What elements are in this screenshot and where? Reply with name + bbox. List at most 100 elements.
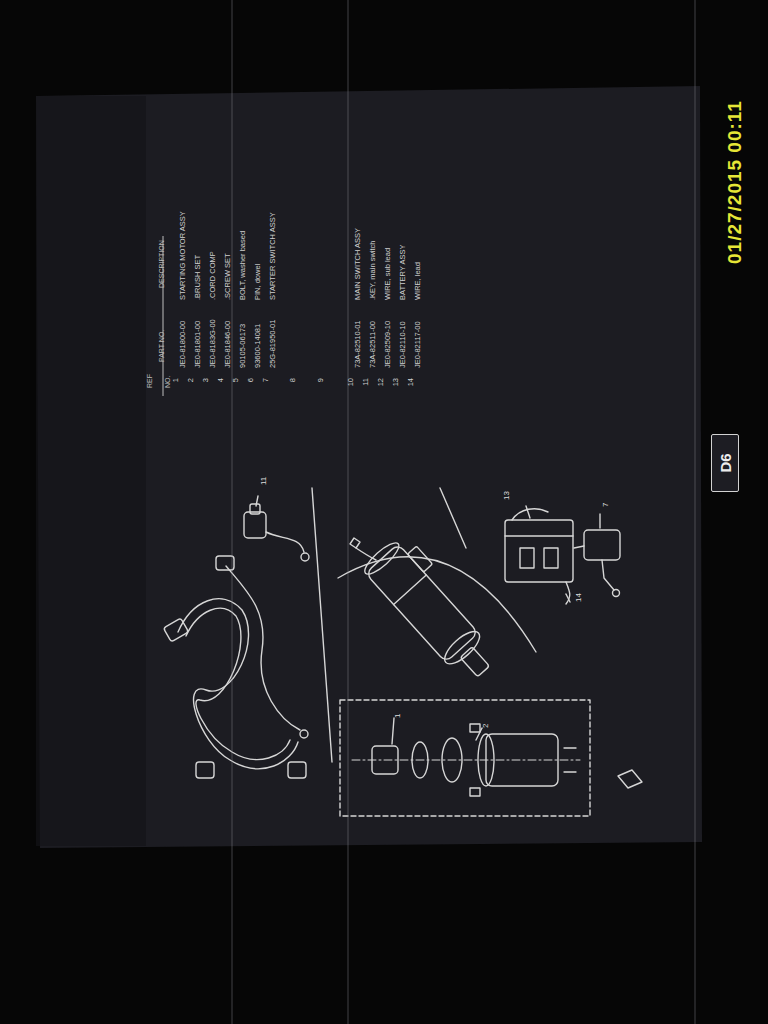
ref-number: 5 [231, 378, 240, 394]
part-description: .KEY, main switch [368, 241, 377, 300]
brush-plate [442, 738, 462, 782]
motor-lead [356, 548, 376, 560]
label-anchor: WIRE, sub lead [376, 248, 394, 300]
label-anchor: 12 [376, 378, 385, 394]
label-anchor: 01/27/2015 00:11 [724, 100, 746, 264]
divider-arc [338, 557, 536, 652]
label-anchor: 25G-81950-01 [261, 320, 279, 368]
label-anchor: 73A-82511-00 [361, 321, 379, 368]
part-description: WIRE, lead [413, 262, 422, 300]
terminal [350, 538, 360, 548]
brush [470, 788, 480, 796]
divider-line [440, 488, 466, 548]
connector [196, 762, 214, 778]
label-anchor: 8 [288, 378, 297, 394]
leader-line [392, 718, 394, 744]
label-anchor: 3 [201, 378, 210, 394]
ref-number: 9 [316, 378, 325, 394]
label-anchor: 1 [386, 714, 404, 718]
ref-number: 1 [171, 378, 180, 394]
part-number: 73A-82511-00 [368, 321, 377, 368]
label-anchor: 9 [316, 378, 325, 394]
brush [470, 724, 480, 732]
armature [486, 734, 558, 786]
label-anchor: JE0-8183G-00 [201, 319, 219, 368]
column-header: PART NO. [158, 330, 165, 362]
label-anchor: .CORD COMP [201, 251, 219, 300]
label-anchor: 14 [567, 593, 585, 602]
starting-motor [361, 531, 509, 687]
label-anchor: BOLT, washer based [231, 231, 249, 300]
ref-number: 13 [391, 378, 400, 394]
label-anchor: JE0-82117-00 [406, 321, 424, 368]
label-anchor: .BRUSH SET [186, 255, 204, 300]
leader-line [476, 728, 482, 740]
scan-line [232, 0, 233, 1024]
ref-number: 3 [201, 378, 210, 394]
leader-line [566, 594, 570, 602]
part-number: JE0-8183G-00 [208, 319, 217, 368]
bolt [564, 771, 576, 772]
label-anchor: STARTER SWITCH ASSY [261, 212, 279, 300]
ref-number: 4 [216, 378, 225, 394]
wire-harness [186, 608, 290, 759]
box-text: D6 [717, 453, 734, 472]
label-anchor: PIN, dowel [246, 264, 264, 300]
part-number: JE0-81801-00 [193, 321, 202, 368]
label-anchor: 11 [361, 378, 370, 394]
label-anchor: REF NO. [138, 370, 174, 388]
center-line [352, 760, 580, 761]
switch-wire [266, 532, 304, 552]
label-anchor: JE0-81801-00 [186, 321, 204, 368]
timestamp: 01/27/2015 00:11 [724, 100, 745, 264]
column-header: DESCRIPTION [158, 240, 165, 288]
ref-number: 11 [361, 378, 370, 394]
part-number: 93600-14081 [253, 324, 262, 368]
label-anchor: JE0-81846-00 [216, 321, 234, 368]
label-anchor: STARTING MOTOR ASSY [171, 211, 189, 300]
label-anchor: 14 [406, 378, 415, 394]
ring [412, 742, 428, 778]
label-anchor: 7 [261, 378, 270, 394]
starter-switch [584, 530, 620, 560]
label-anchor: JE0-82110-10 [391, 321, 409, 368]
label-anchor: 13 [495, 491, 513, 500]
label-anchor: JE0-82509-10 [376, 321, 394, 368]
label-anchor: .KEY, main switch [361, 241, 379, 300]
leader-line [256, 496, 258, 506]
page-shadow [36, 96, 146, 846]
label-anchor: 1 [171, 378, 180, 394]
ref-number: 12 [376, 378, 385, 394]
label-anchor: 11 [252, 477, 270, 485]
connector [216, 556, 234, 570]
part-description: WIRE, sub lead [383, 248, 392, 300]
scan-line [348, 0, 349, 1024]
callout-number: 1 [393, 714, 402, 718]
callout-number: 11 [259, 477, 268, 485]
ref-number: 14 [406, 378, 415, 394]
part-number: 90105-06173 [238, 324, 247, 368]
switch-wire [574, 546, 584, 548]
part-description: .SCREW SET [223, 253, 232, 300]
ref-number: 7 [261, 378, 270, 394]
page-code-box: D6 [711, 434, 739, 492]
callout-number: 14 [574, 593, 583, 602]
end-cover [372, 746, 398, 774]
label-anchor: JE0-81800-00 [171, 321, 189, 368]
leader-line [526, 506, 530, 518]
connector [163, 618, 188, 642]
leader-line [599, 514, 600, 528]
part-description: .CORD COMP [208, 251, 217, 300]
label-anchor: 7 [594, 503, 612, 507]
armature-end [478, 734, 494, 786]
terminal [300, 730, 308, 738]
label-anchor: 6 [246, 378, 255, 394]
callout-number: 2 [481, 724, 490, 728]
battery-detail [520, 548, 534, 568]
battery-detail [505, 535, 573, 536]
part-description: BOLT, washer based [238, 231, 247, 300]
callout-number: 7 [601, 503, 610, 507]
label-anchor: BATTERY ASSY [391, 245, 409, 300]
exploded-view-box [340, 700, 590, 816]
